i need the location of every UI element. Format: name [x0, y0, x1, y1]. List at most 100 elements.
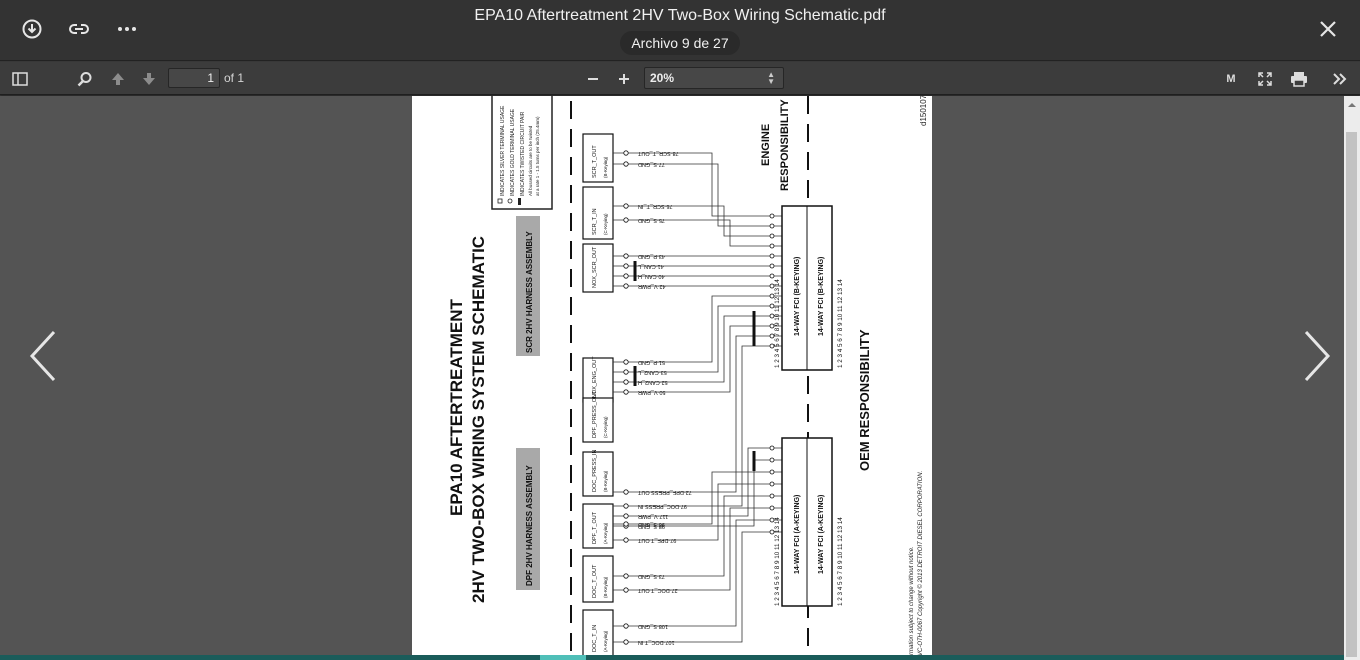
presentation-mode-icon[interactable]: M	[1219, 67, 1243, 91]
wire-label: 108-S_GND	[638, 623, 668, 629]
twisted-pair-marker	[633, 261, 637, 281]
wire-label: 96-S_GND	[638, 521, 665, 527]
wire-label: 40-CAN_H	[638, 273, 665, 279]
previous-page-icon[interactable]	[106, 67, 130, 91]
fci-a-engine-label: 14-WAY FCI (A-KEYING)	[794, 495, 801, 574]
zoom-out-icon[interactable]	[581, 67, 605, 91]
scrollbar-thumb[interactable]	[1346, 132, 1357, 657]
scroll-up-icon[interactable]	[1344, 98, 1360, 112]
terminal-dot	[623, 161, 629, 167]
terminal-dot	[623, 253, 629, 259]
zoom-in-icon[interactable]	[612, 67, 636, 91]
wire-label: 42-V_PWR	[638, 283, 666, 289]
wire-label: 97-DOC_PRESS IN	[638, 503, 687, 509]
doc-id: d150107	[919, 96, 928, 126]
fci-terminal-dot	[769, 493, 775, 499]
fci-terminal-dot	[769, 469, 775, 475]
wire-trace	[613, 495, 782, 577]
terminal-dot	[623, 623, 629, 629]
fci-terminal-dot	[769, 303, 775, 309]
wire-trace	[613, 295, 782, 363]
wire-trace	[613, 163, 782, 227]
wire-label: 98-S_GND	[638, 523, 665, 529]
twisted-pair-marker	[633, 366, 637, 386]
more-options-icon[interactable]	[110, 12, 144, 46]
wire-label: 41-CAN_L	[638, 263, 664, 269]
sensor-keying: (A-Keying)	[603, 522, 608, 544]
legend-silver: INDICATES SILVER TERMINAL USAGE	[500, 105, 506, 196]
close-icon[interactable]	[1311, 12, 1345, 46]
terminal-dot	[623, 283, 629, 289]
sensor-name: DOC_PRESS_IN	[592, 449, 598, 492]
fullscreen-icon[interactable]	[1253, 67, 1277, 91]
search-icon[interactable]	[73, 67, 97, 91]
wiring-traces: 78-SCR_T_OUT77-S_GND76-SCR_T_IN75-S_GND4…	[613, 150, 782, 645]
wire-trace	[613, 305, 782, 373]
legend-twisted: INDICATES TWISTED CIRCUIT PAIR	[520, 111, 526, 196]
next-file-arrow[interactable]	[1296, 328, 1336, 384]
file-title: EPA10 Aftertreatment 2HV Two-Box Wiring …	[474, 7, 886, 24]
wire-trace	[613, 335, 782, 493]
legend-box	[491, 96, 553, 210]
wire-trace	[613, 345, 782, 507]
zoom-value: 20%	[650, 71, 675, 85]
wire-label: 117-V_PWR	[638, 513, 668, 519]
wire-trace	[613, 447, 782, 517]
sensor-keying: (C-Keying)	[603, 213, 608, 235]
terminal-dot	[623, 489, 629, 495]
wire-label: 27-DOC_T OUT	[637, 587, 677, 593]
sensor-name: DPF_PRESS_OUT	[592, 390, 598, 438]
wire-label: 76-SCR_T_IN	[638, 203, 673, 209]
dpf-harness-label: DPF 2HV HARNESS ASSEMBLY	[525, 465, 534, 586]
terminal-dot	[623, 389, 629, 395]
tools-menu-icon[interactable]	[1328, 67, 1352, 91]
terminal-dot	[623, 217, 629, 223]
download-icon[interactable]	[15, 12, 49, 46]
sensor-connector-box	[582, 186, 614, 240]
print-icon[interactable]	[1287, 67, 1311, 91]
link-icon[interactable]	[62, 12, 96, 46]
sensor-name: DOC_T_OUT	[592, 564, 598, 598]
terminal-dot	[623, 521, 629, 527]
zoom-select[interactable]: 20% ▲▼	[644, 67, 784, 89]
legend-twist-rate: at a rate 1 - 1.5 turns per inch (25.4mm…	[535, 116, 540, 196]
wire-label: 72-DPF_PRESS OUT	[637, 489, 691, 495]
sensor-name: NOX_SCR_OUT	[592, 246, 598, 288]
doc-title-line1: EPA10 AFTERTREATMENT	[447, 298, 466, 516]
fci-terminal-dot	[769, 243, 775, 249]
page-total-label: of 1	[224, 71, 245, 85]
next-page-icon[interactable]	[137, 67, 161, 91]
engine-resp-label-1: ENGINE	[760, 124, 772, 166]
sensor-connector-box	[582, 555, 614, 603]
sensor-keying: (C-Keying)	[603, 416, 608, 438]
twisted-pair-marker	[752, 311, 756, 346]
terminal-dot	[623, 503, 629, 509]
document-viewer[interactable]: EPA10 AFTERTREATMENT 2HV TWO-BOX WIRING …	[0, 96, 1360, 660]
wire-trace	[613, 471, 782, 525]
scr-harness-box	[516, 216, 540, 356]
viewer-header: EPA10 Aftertreatment 2HV Two-Box Wiring …	[0, 0, 1360, 61]
sensor-name: SCR_T_OUT	[592, 145, 598, 178]
fci-terminal-dot	[769, 253, 775, 259]
footer-copyright: SVC-OTH-0067 Copyright © 2013 DETROIT DI…	[917, 471, 924, 660]
fci-terminal-dot	[769, 293, 775, 299]
wiring-schematic: EPA10 AFTERTREATMENT 2HV TWO-BOX WIRING …	[447, 96, 928, 660]
fci-terminal-dot	[769, 517, 775, 523]
sensor-keying: (B-Keying)	[603, 470, 608, 492]
terminal-dot	[623, 587, 629, 593]
wire-label: 107-DOC_T IN	[638, 639, 675, 645]
fci-terminal-dot	[769, 481, 775, 487]
fci-b-engine-label: 14-WAY FCI (B-KEYING)	[794, 257, 801, 336]
mode-label: M	[1226, 73, 1236, 85]
fci-terminal-dot	[769, 323, 775, 329]
wire-label: 75-S_GND	[638, 217, 665, 223]
sensor-connector-box	[582, 451, 614, 497]
vertical-scrollbar[interactable]	[1344, 96, 1360, 660]
fci-terminal-dot	[769, 333, 775, 339]
previous-file-arrow[interactable]	[24, 328, 64, 384]
page-number-input[interactable]	[168, 68, 220, 88]
sensor-name: DPF_T_OUT	[592, 511, 598, 544]
fci-a-oem-label: 14-WAY FCI (A-KEYING)	[818, 495, 825, 574]
sidebar-toggle-icon[interactable]	[8, 67, 32, 91]
wire-label: 51-P_GND	[638, 359, 665, 365]
